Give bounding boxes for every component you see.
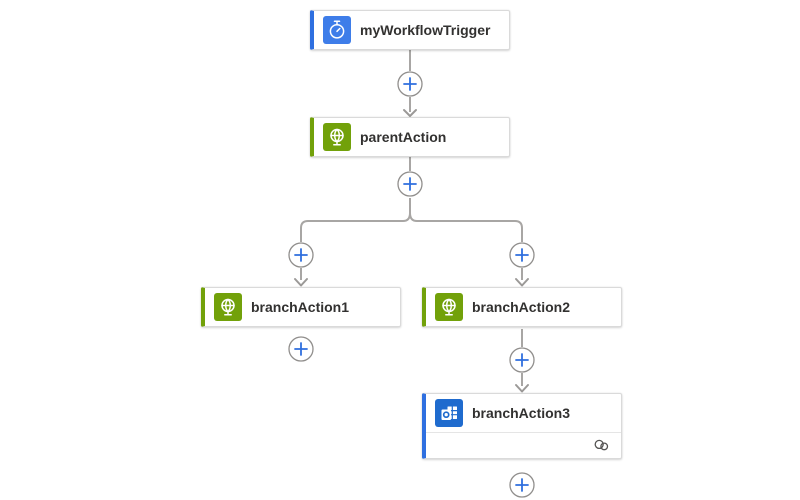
- parent-action-card[interactable]: parentAction: [310, 117, 510, 157]
- card-title-row: branchAction3: [426, 394, 621, 432]
- branch-action3-card[interactable]: branchAction3: [422, 393, 622, 459]
- http-globe-icon: [323, 123, 351, 151]
- add-step-button-branch1-top[interactable]: [288, 242, 314, 268]
- node-label: branchAction2: [472, 299, 571, 315]
- branch-action1-card[interactable]: branchAction1: [201, 287, 401, 327]
- add-step-button-after-trigger[interactable]: [397, 71, 423, 97]
- branch-action2-card[interactable]: branchAction2: [422, 287, 622, 327]
- http-globe-icon: [435, 293, 463, 321]
- add-step-button-after-branch-action2[interactable]: [509, 347, 535, 373]
- recurrence-clock-icon: [323, 16, 351, 44]
- add-step-button-after-branch-action1[interactable]: [288, 336, 314, 362]
- node-label: branchAction1: [251, 299, 350, 315]
- node-label: branchAction3: [472, 404, 571, 421]
- node-label: myWorkflowTrigger: [360, 22, 491, 38]
- add-step-button-after-parent[interactable]: [397, 171, 423, 197]
- node-label: parentAction: [360, 129, 447, 145]
- add-step-button-after-branch-action3[interactable]: [509, 472, 535, 498]
- add-step-button-branch2-top[interactable]: [509, 242, 535, 268]
- workflow-trigger-card[interactable]: myWorkflowTrigger: [310, 10, 510, 50]
- connections-icon[interactable]: [593, 438, 611, 453]
- http-globe-icon: [214, 293, 242, 321]
- card-footer: [426, 431, 621, 458]
- outlook-mail-icon: [435, 398, 463, 427]
